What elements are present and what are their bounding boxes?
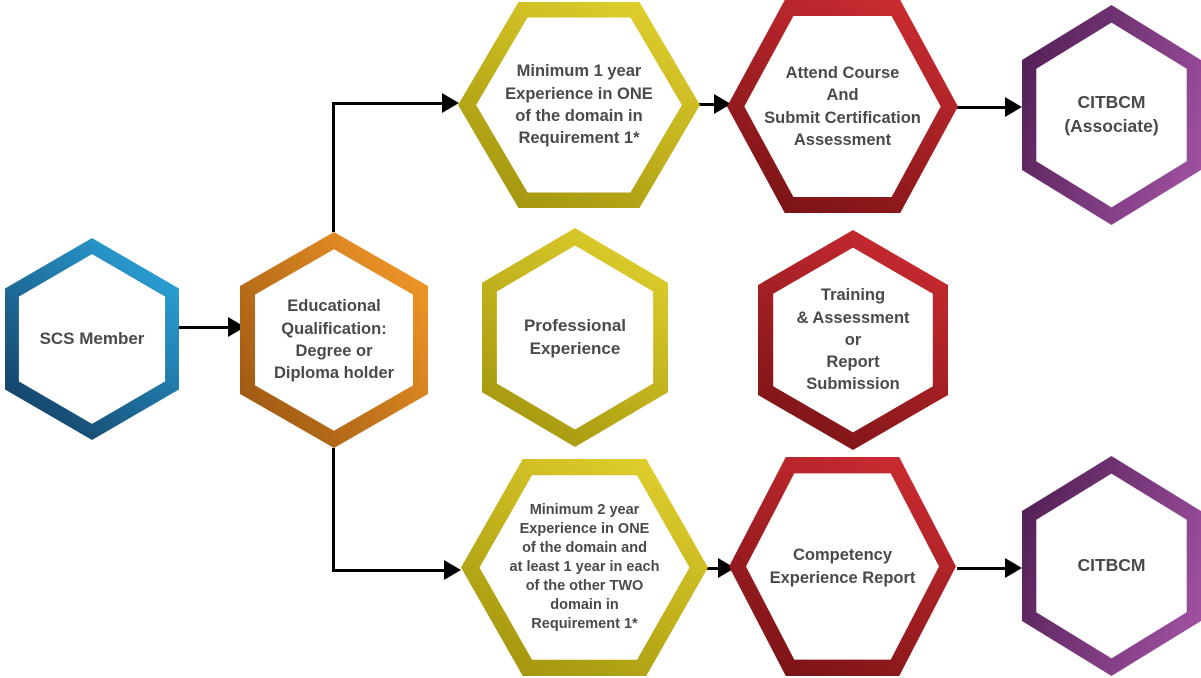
node-citbcm-associate: CITBCM (Associate) (1022, 5, 1201, 225)
hexagon-shape (240, 232, 428, 448)
hexagon-shape (5, 238, 179, 440)
node-citbcm: CITBCM (1022, 456, 1201, 676)
hexagon-shape (461, 459, 708, 676)
connector-line (332, 103, 335, 232)
arrow-head-icon (1005, 558, 1022, 578)
node-min-1-year-experience: Minimum 1 year Experience in ONE of the … (458, 2, 700, 208)
connector-line (332, 448, 335, 570)
arrow-head-icon (714, 94, 731, 114)
node-professional-experience: Professional Experience (482, 228, 668, 447)
hexagon-shape (1022, 456, 1201, 676)
arrow-head-icon (444, 560, 461, 580)
connector-line (332, 569, 444, 572)
arrow-head-icon (718, 558, 735, 578)
node-min-2-year-experience: Minimum 2 year Experience in ONE of the … (461, 459, 708, 676)
hexagon-shape (758, 230, 948, 450)
node-attend-course: Attend Course And Submit Certification A… (727, 0, 958, 213)
node-competency-experience-report: Competency Experience Report (729, 457, 956, 676)
connector-line (957, 567, 1005, 570)
hexagon-shape (458, 2, 700, 208)
hexagon-shape (729, 457, 956, 676)
connector-line (332, 102, 442, 105)
hexagon-shape (1022, 5, 1201, 225)
arrow-head-icon (1005, 97, 1022, 117)
node-educational-qualification: Educational Qualification: Degree or Dip… (240, 232, 428, 448)
node-scs-member: SCS Member (5, 238, 179, 440)
connector-line (957, 106, 1005, 109)
arrow-head-icon (442, 93, 459, 113)
hexagon-shape (482, 228, 668, 447)
hexagon-shape (727, 0, 958, 213)
connector-line (172, 326, 228, 329)
node-training-assessment: Training & Assessment or Report Submissi… (758, 230, 948, 450)
